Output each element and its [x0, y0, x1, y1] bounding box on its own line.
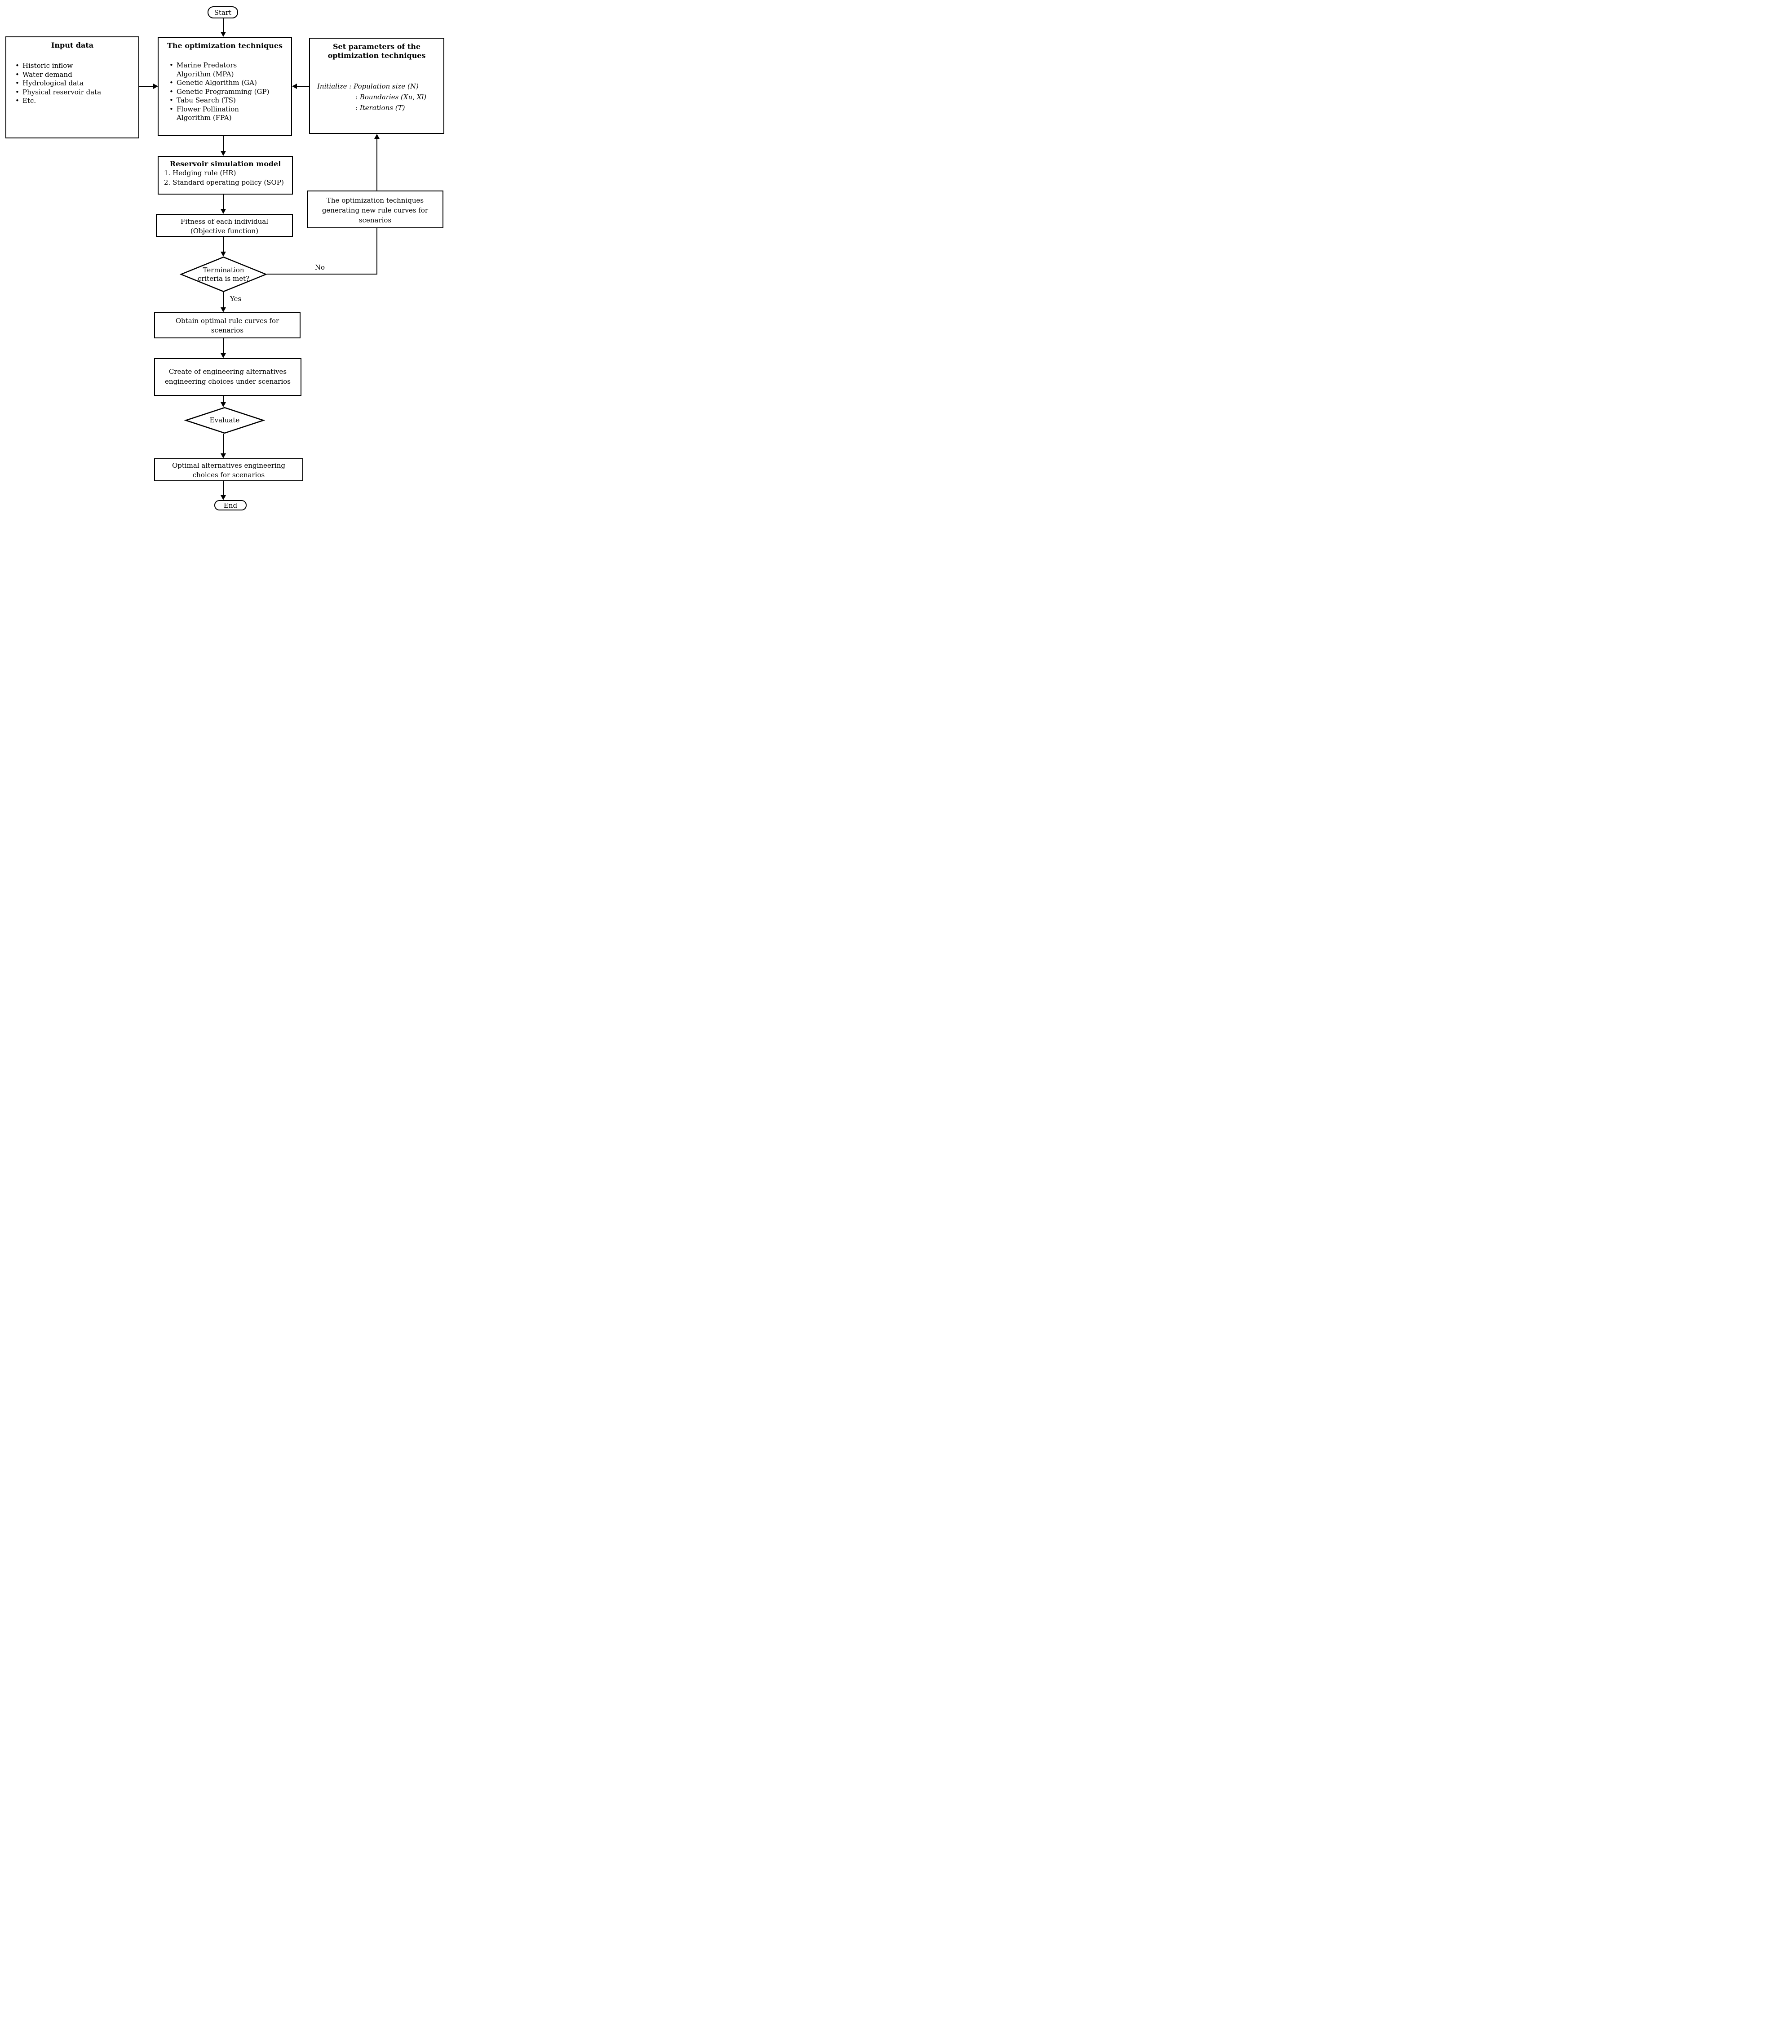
list-item: Water demand [15, 71, 138, 80]
input-data-box: Input data Historic inflow Water demand … [5, 36, 139, 138]
list-item: Physical reservoir data [15, 88, 138, 97]
yes-edge-vertical [223, 292, 224, 307]
end-label: End [223, 501, 238, 510]
list-item: Tabu Search (TS) [169, 96, 291, 105]
termination-decision: Termination criteria is met? [180, 257, 267, 292]
arrow-optimization-to-reservoir [223, 136, 224, 151]
list-item: Flower Pollination Algorithm (FPA) [169, 105, 291, 123]
arrowhead-down-icon [221, 453, 226, 458]
obtain-rule-curves-text: Obtain optimal rule curves for scenarios [175, 317, 279, 334]
flowchart-canvas: Start Input data Historic inflow Water d… [0, 0, 448, 511]
arrowhead-up-icon [374, 134, 380, 139]
no-edge-horizontal [267, 274, 377, 275]
arrow-optimal-to-end [223, 481, 224, 495]
list-item: 1. Hedging rule (HR) [164, 169, 236, 177]
arrowhead-down-icon [221, 252, 226, 257]
obtain-rule-curves-box: Obtain optimal rule curves for scenarios [154, 312, 301, 338]
arrowhead-down-icon [221, 209, 226, 214]
create-alternatives-text: Create of engineering alternatives engin… [165, 368, 291, 386]
optimization-techniques-box: The optimization techniques Marine Preda… [158, 37, 292, 136]
arrowhead-down-icon [221, 495, 226, 500]
arrowhead-right-icon [153, 84, 158, 89]
generating-rule-curves-box: The optimization techniques generating n… [307, 191, 443, 228]
arrow-evaluate-to-optimal [223, 434, 224, 453]
arrowhead-down-icon [221, 32, 226, 37]
no-edge-label: No [314, 263, 325, 271]
termination-label: Termination criteria is met? [197, 266, 250, 283]
fitness-text: Fitness of each individual (Objective fu… [180, 217, 269, 235]
list-item: Historic inflow [15, 62, 138, 71]
no-edge-vertical-upper [376, 139, 377, 191]
arrowhead-down-icon [221, 402, 226, 407]
list-item: 2. Standard operating policy (SOP) [164, 178, 284, 186]
arrow-parameters-to-optimization [296, 86, 309, 87]
reservoir-simulation-list: 1. Hedging rule (HR) 2. Standard operati… [159, 168, 292, 187]
set-parameters-body: Initialize : Population size (N) : Bound… [314, 81, 439, 113]
set-parameters-box: Set parameters of the optimization techn… [309, 38, 444, 134]
generating-rule-curves-text: The optimization techniques generating n… [322, 196, 429, 224]
yes-edge-label: Yes [230, 295, 242, 303]
start-label: Start [214, 8, 232, 17]
start-node: Start [208, 6, 238, 18]
list-item: Genetic Algorithm (GA) [169, 79, 291, 88]
diamond-shape-icon [180, 257, 267, 292]
arrow-start-to-optimization [223, 18, 224, 32]
optimization-techniques-list: Marine Predators Algorithm (MPA) Genetic… [159, 61, 291, 123]
input-data-title: Input data [51, 41, 94, 49]
reservoir-simulation-box: Reservoir simulation model 1. Hedging ru… [158, 156, 293, 195]
arrow-input-to-optimization [139, 86, 153, 87]
arrowhead-down-icon [221, 307, 226, 312]
arrow-create-to-evaluate [223, 396, 224, 402]
evaluate-label: Evaluate [209, 416, 240, 424]
reservoir-simulation-title: Reservoir simulation model [169, 160, 281, 168]
no-edge-vertical-lower [376, 228, 377, 274]
set-parameters-title: Set parameters of the optimization techn… [327, 42, 426, 60]
optimal-alternatives-text: Optimal alternatives engineering choices… [172, 461, 286, 479]
arrowhead-down-icon [221, 151, 226, 156]
initialize-line: Initialize : Population size (N) [317, 82, 419, 90]
iterations-line: : Iterations (T) [355, 104, 405, 112]
arrow-obtain-to-create [223, 338, 224, 353]
list-item: Etc. [15, 97, 138, 106]
list-item: Marine Predators Algorithm (MPA) [169, 61, 291, 79]
arrowhead-down-icon [221, 353, 226, 358]
input-data-list: Historic inflow Water demand Hydrologica… [6, 62, 138, 106]
boundaries-line: : Boundaries (Xu, Xl) [355, 93, 427, 101]
arrow-fitness-to-termination [223, 237, 224, 252]
optimization-techniques-title: The optimization techniques [167, 41, 283, 50]
optimal-alternatives-box: Optimal alternatives engineering choices… [154, 458, 303, 481]
list-item: Genetic Programming (GP) [169, 88, 291, 97]
arrow-reservoir-to-fitness [223, 195, 224, 209]
diamond-shape-icon [184, 407, 265, 434]
create-alternatives-box: Create of engineering alternatives engin… [154, 358, 301, 396]
evaluate-decision: Evaluate [184, 407, 265, 434]
list-item: Hydrological data [15, 79, 138, 88]
arrowhead-left-icon [292, 84, 297, 89]
end-node: End [214, 500, 247, 510]
fitness-box: Fitness of each individual (Objective fu… [156, 214, 293, 237]
